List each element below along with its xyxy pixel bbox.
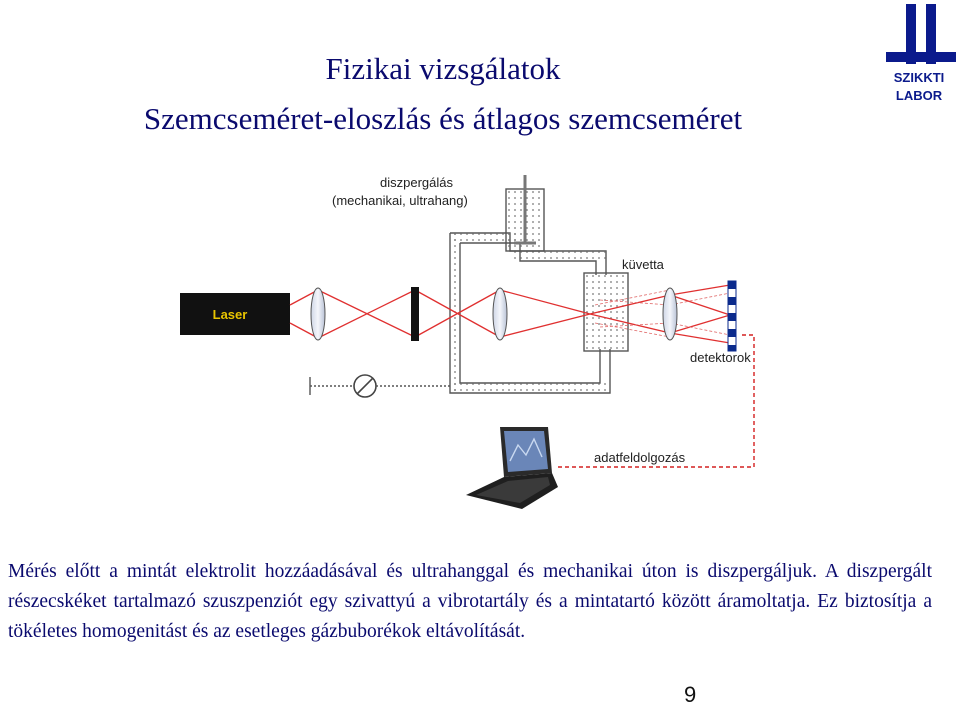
laser-beam xyxy=(289,284,731,344)
logo-text-top: SZIKKTI xyxy=(894,70,945,85)
circulation-pipe-fill xyxy=(450,233,610,393)
label-data-processing: adatfeldolgozás xyxy=(594,450,686,465)
lens-2 xyxy=(492,287,508,341)
slide-title-line-1: Fizikai vizsgálatok xyxy=(325,51,561,86)
label-dispersion: diszpergálás xyxy=(380,175,453,190)
label-dispersion-methods: (mechanikai, ultrahang) xyxy=(332,193,468,208)
lens-1 xyxy=(310,287,326,341)
szikkti-labor-logo: SZIKKTI LABOR xyxy=(886,4,956,103)
cuvette xyxy=(583,272,629,352)
laser-diffraction-diagram: Laser xyxy=(180,175,755,509)
page-number: 9 xyxy=(684,682,697,707)
laptop-icon xyxy=(466,427,558,509)
slide-title-line-2: Szemcseméret-eloszlás és átlagos szemcse… xyxy=(143,101,743,136)
laser-label: Laser xyxy=(213,307,248,322)
label-cuvette: küvetta xyxy=(622,257,665,272)
lens-3 xyxy=(662,287,678,341)
description-paragraph: Mérés előtt a mintát elektrolit hozzáadá… xyxy=(8,561,932,642)
logo-text-bottom: LABOR xyxy=(896,88,943,103)
dispersion-vessel xyxy=(505,175,545,252)
laser-source: Laser xyxy=(180,293,290,335)
aperture xyxy=(411,287,419,341)
scattered-rays xyxy=(594,289,731,338)
detector-array xyxy=(727,280,737,352)
signal-line xyxy=(556,334,755,468)
label-detectors: detektorok xyxy=(690,350,751,365)
pump-icon xyxy=(309,374,450,398)
